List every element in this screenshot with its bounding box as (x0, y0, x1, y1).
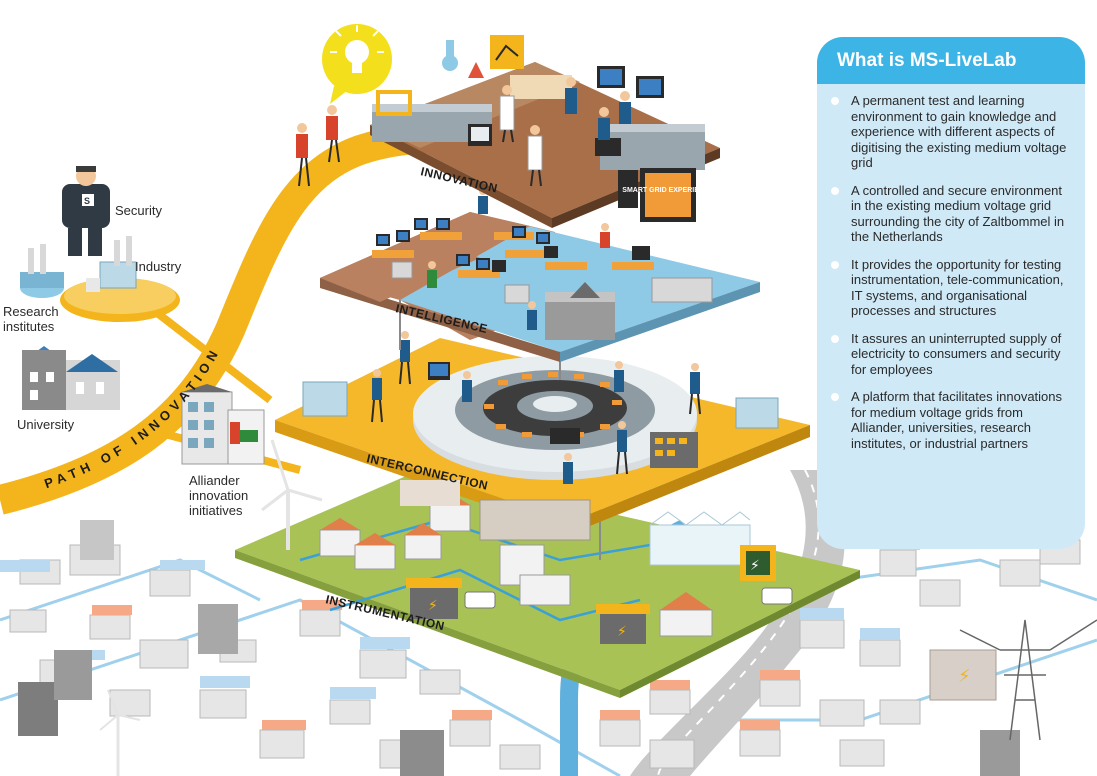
info-list: A permanent test and learning environmen… (817, 84, 1085, 451)
innovation-layer: SMART GRID EXPERIENCE (296, 24, 720, 228)
research-institutes-label: Research institutes (3, 304, 59, 334)
university-label: University (17, 417, 75, 432)
bullet-icon (831, 334, 839, 343)
info-item: It assures an uninterrupted supply of el… (829, 331, 1073, 378)
info-item-text: A controlled and secure environment in t… (851, 182, 1065, 245)
info-item: A permanent test and learning environmen… (829, 93, 1073, 171)
svg-text:⚡: ⚡ (428, 598, 438, 614)
info-item-text: It assures an uninterrupted supply of el… (851, 330, 1062, 377)
interconnection-layer (275, 331, 810, 560)
info-item-text: A platform that facilitates innovations … (851, 389, 1063, 451)
security-label: Security (115, 203, 162, 218)
info-item: A controlled and secure environment in t… (829, 183, 1073, 245)
svg-text:⚡: ⚡ (617, 624, 627, 640)
bullet-icon (831, 97, 839, 105)
svg-text:⚡: ⚡ (750, 558, 760, 574)
industry-label: Industry (135, 259, 182, 274)
intelligence-layer (320, 187, 760, 380)
stakeholders: S (20, 166, 265, 465)
bullet-icon (831, 393, 839, 401)
bullet-icon (831, 186, 839, 195)
svg-text:S: S (84, 196, 90, 206)
smart-grid-screen-text: SMART GRID EXPERIENCE (622, 187, 714, 194)
instrumentation-layer: ⚡ ⚡ ⚡ (99, 439, 860, 776)
svg-text:⚡: ⚡ (958, 666, 971, 687)
info-item: A platform that facilitates innovations … (829, 389, 1073, 451)
info-item: It provides the opportunity for testing … (829, 257, 1073, 319)
info-item-text: A permanent test and learning environmen… (851, 93, 1067, 170)
bullet-icon (831, 260, 839, 269)
info-panel-title: What is MS-LiveLab (817, 37, 1085, 84)
info-panel: What is MS-LiveLab A permanent test and … (817, 37, 1085, 549)
alliander-label: Alliander innovation initiatives (189, 473, 249, 518)
info-item-text: It provides the opportunity for testing … (851, 256, 1064, 319)
